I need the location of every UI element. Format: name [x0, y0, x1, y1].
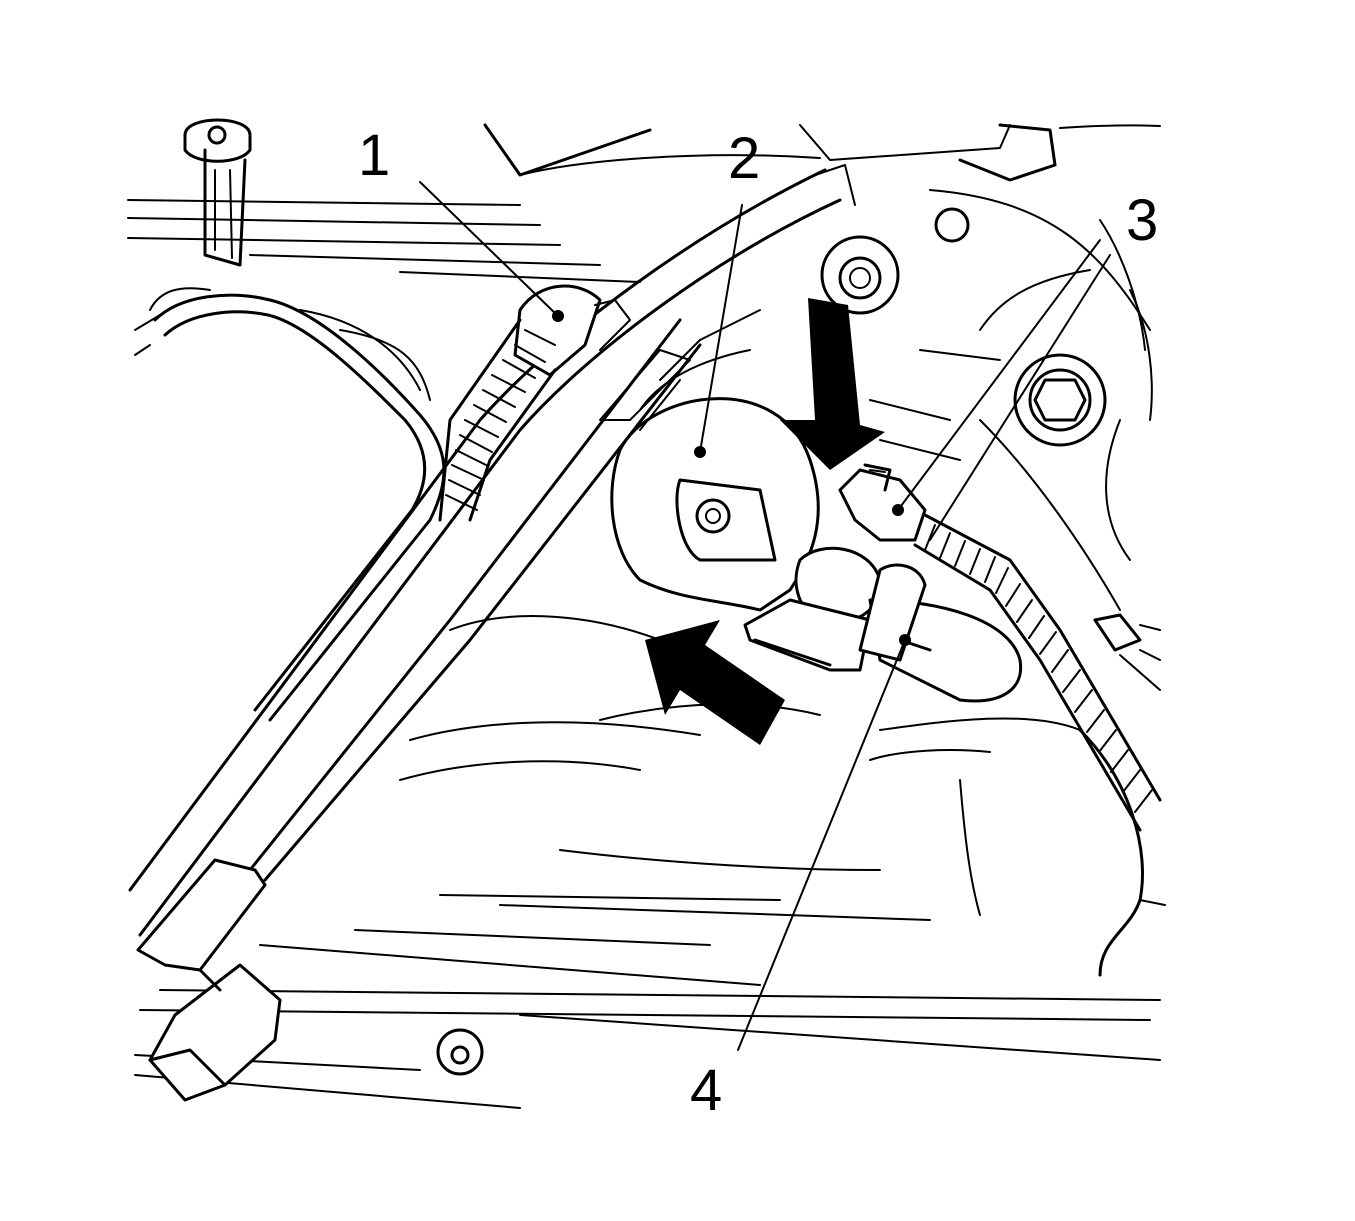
rivet-bottom: [436, 1028, 484, 1076]
body-panel-lines: [127, 123, 1166, 1109]
harness-clip: [183, 118, 252, 267]
arrow-up-left: [645, 620, 785, 745]
leader-3: [897, 239, 1101, 511]
callout-1: 1: [358, 123, 390, 188]
connector-3: [838, 463, 1162, 832]
stud-bolt-upper: [820, 207, 970, 315]
arrow-down: [780, 298, 885, 470]
connector-4: [858, 563, 927, 662]
callout-2: 2: [728, 126, 760, 191]
leader-2: [699, 204, 743, 453]
callout-4: 4: [690, 1058, 722, 1123]
leader-4: [737, 639, 906, 1051]
connector-1: [438, 284, 631, 522]
tube: [153, 293, 446, 722]
selector-lever: [599, 309, 820, 612]
leader-lines: [419, 181, 1111, 1051]
leader-1: [419, 181, 559, 317]
cable-end-fitting: [136, 318, 702, 1102]
shift-cable: [128, 164, 856, 937]
bolt-right: [1013, 353, 1107, 447]
callout-3: 3: [1126, 188, 1158, 253]
